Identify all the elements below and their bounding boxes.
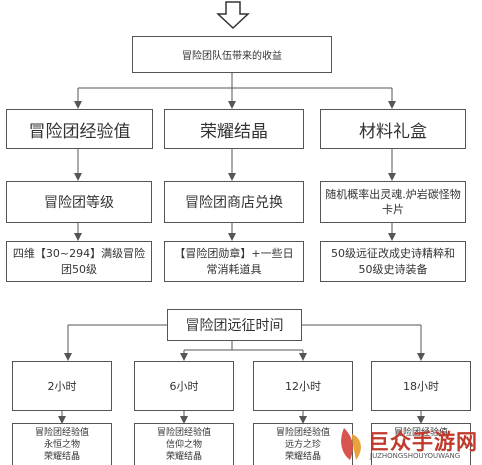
time-node-12h: 12小时 bbox=[253, 361, 353, 411]
node-drops-desc: 50级远征改成史诗精粹和50级史诗装备 bbox=[320, 241, 466, 282]
reward-item: 冒险团经验值 bbox=[393, 428, 448, 438]
reward-item: 荣耀结晶 bbox=[284, 452, 321, 462]
node-shop-exchange: 冒险团商店兑换 bbox=[164, 181, 304, 223]
node-shop-desc: 【冒险团勋章】+一些日常消耗道具 bbox=[164, 241, 304, 282]
down-arrow-icon bbox=[216, 1, 250, 30]
reward-box-6h: 冒险团经验值 信仰之物 荣耀结晶 bbox=[134, 423, 234, 465]
expedition-time-box: 冒险团远征时间 bbox=[167, 309, 302, 341]
income-title-box: 冒险团队伍带来的收益 bbox=[132, 36, 332, 73]
reward-item: 远方之珍 bbox=[284, 440, 321, 450]
time-node-6h: 6小时 bbox=[134, 361, 234, 411]
reward-item: 荣耀结晶 bbox=[43, 452, 80, 462]
time-node-18h: 18小时 bbox=[371, 361, 471, 411]
node-glory-crystal: 荣耀结晶 bbox=[164, 109, 304, 149]
watermark-logo-icon bbox=[341, 428, 361, 460]
watermark-text: 巨众手游网 bbox=[368, 429, 478, 454]
node-level-desc: 四维【30~294】满级冒险团50级 bbox=[6, 241, 152, 282]
reward-item: 永恒之物 bbox=[43, 440, 80, 450]
node-random-drops: 随机概率出灵魂.炉岩碳怪物卡片 bbox=[320, 181, 466, 223]
time-node-2h: 2小时 bbox=[12, 361, 112, 411]
reward-box-18h: 冒险团经验值 bbox=[371, 423, 471, 465]
node-adventure-exp: 冒险团经验值 bbox=[6, 109, 153, 149]
node-material-box: 材料礼盒 bbox=[320, 109, 466, 149]
reward-item: 冒险团经验值 bbox=[275, 428, 330, 438]
node-adventure-level: 冒险团等级 bbox=[6, 181, 152, 223]
reward-box-12h: 冒险团经验值 远方之珍 荣耀结晶 bbox=[253, 423, 353, 465]
reward-item: 冒险团经验值 bbox=[34, 428, 89, 438]
reward-item: 信仰之物 bbox=[165, 440, 202, 450]
reward-item: 荣耀结晶 bbox=[165, 452, 202, 462]
watermark-subtitle: JUZHONGSHOUYOUWANG bbox=[370, 452, 461, 460]
reward-box-2h: 冒险团经验值 永恒之物 荣耀结晶 bbox=[12, 423, 112, 465]
reward-item: 冒险团经验值 bbox=[156, 428, 211, 438]
